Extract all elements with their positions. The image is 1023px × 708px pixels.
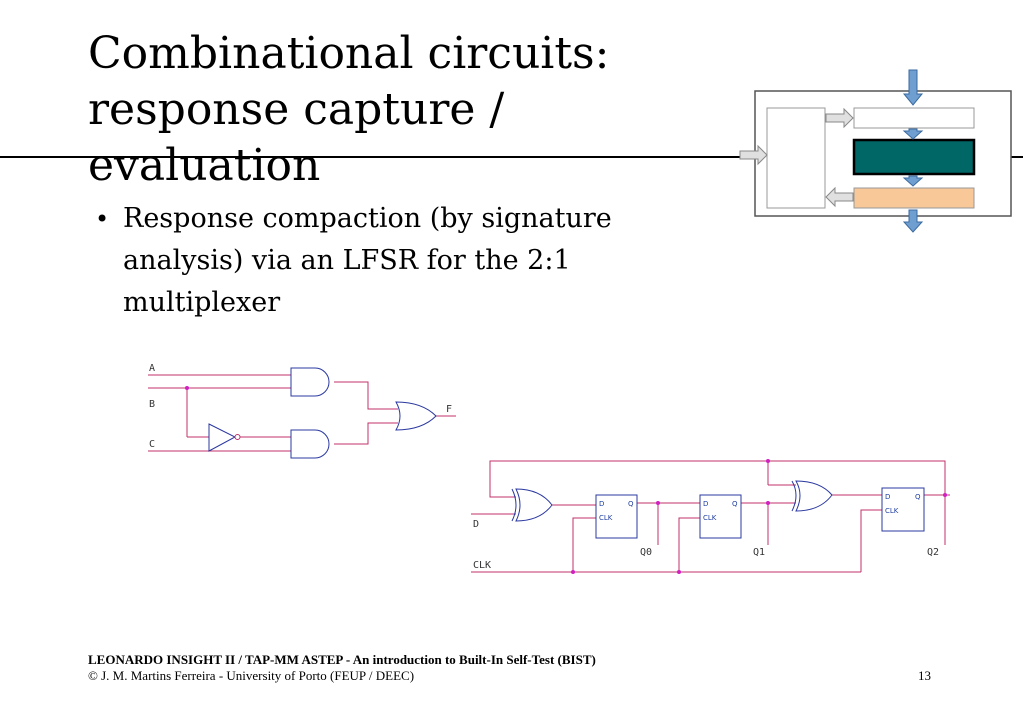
mux-wires: [148, 374, 456, 452]
and-gate-2: [290, 429, 330, 459]
lfsr-clk-label: CLK: [473, 560, 491, 571]
output-f-label: F: [446, 404, 452, 415]
ff2-d-label: D: [885, 493, 890, 501]
flip-flop-1: [699, 494, 742, 539]
input-b-label: B: [149, 399, 155, 410]
ff1-d-label: D: [703, 500, 708, 508]
xor-gate-2: [795, 480, 833, 512]
ff2-q-label: Q: [915, 493, 921, 501]
footer-title: LEONARDO INSIGHT II / TAP-MM ASTEP - An …: [88, 652, 596, 667]
q0-label: Q0: [640, 547, 652, 558]
ff1-q-label: Q: [732, 500, 738, 508]
lfsr-d-label: D: [473, 519, 479, 530]
bullet-dot-icon: •: [95, 205, 110, 233]
not-gate: [208, 423, 237, 452]
q1-label: Q1: [753, 547, 765, 558]
title-rule: [0, 156, 1023, 158]
ff0-clk-label: CLK: [599, 514, 613, 522]
input-a-label: A: [149, 363, 155, 374]
bist-architecture-icon: [739, 69, 1012, 233]
or-gate: [395, 401, 437, 431]
page-number: 13: [918, 668, 931, 683]
ff2-clk-label: CLK: [885, 507, 899, 515]
xor-gate-1: [515, 488, 553, 522]
footer-copyright: © J. M. Martins Ferreira - University of…: [88, 668, 415, 683]
and-gate-1: [290, 367, 330, 397]
bullet-item: • Response compaction (by signature anal…: [95, 198, 735, 324]
flip-flop-2: [881, 487, 925, 532]
mux-circuit: A B C F: [148, 363, 456, 459]
ff1-clk-label: CLK: [703, 514, 717, 522]
input-c-label: C: [149, 439, 155, 450]
flip-flop-0: [595, 494, 638, 539]
slide-title: Combinational circuits: response capture…: [88, 28, 610, 191]
bullet-list: • Response compaction (by signature anal…: [95, 198, 735, 324]
bullet-text: Response compaction (by signature analys…: [123, 203, 612, 318]
ff0-d-label: D: [599, 500, 604, 508]
lfsr-circuit: D Q CLK D Q CLK D Q CLK D CLK Q0 Q1 Q2: [471, 459, 950, 574]
q2-label: Q2: [927, 547, 939, 558]
ff0-q-label: Q: [628, 500, 634, 508]
